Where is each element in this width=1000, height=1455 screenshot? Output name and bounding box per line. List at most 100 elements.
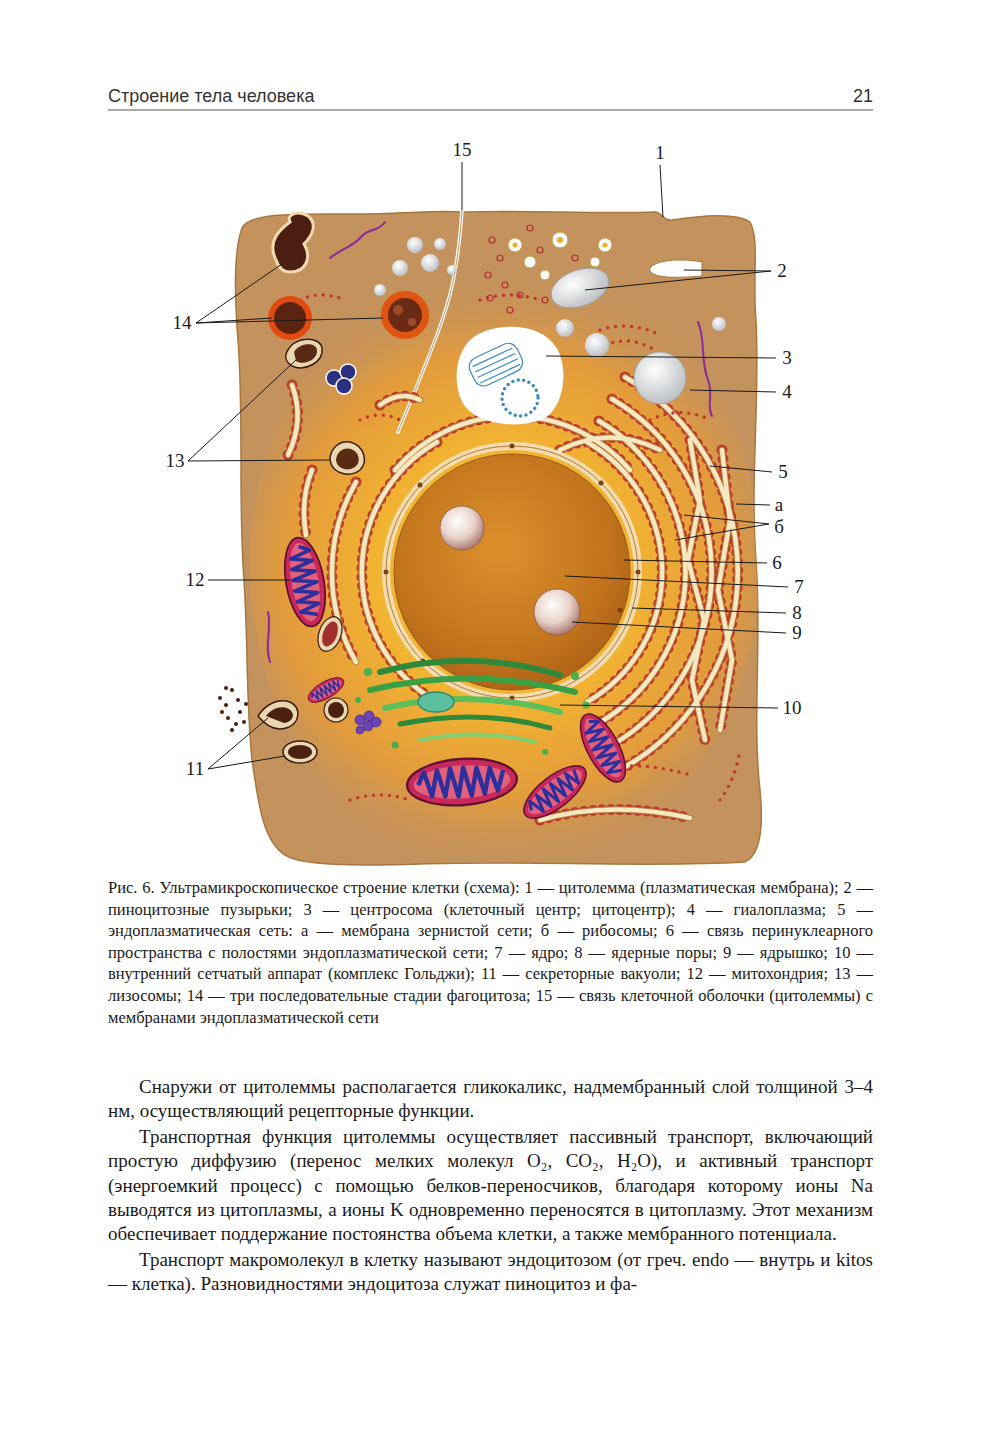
lysosomes <box>336 448 359 469</box>
vacuoles <box>590 257 600 267</box>
nucleus <box>440 506 484 550</box>
secretory-vacuoles <box>220 710 224 714</box>
vacuoles <box>508 238 522 252</box>
free-ribosomes <box>300 295 740 800</box>
figure-caption: Рис. 6. Ультрамикроскопическое строение … <box>108 877 873 1028</box>
vacuoles <box>374 284 386 296</box>
mitochondria <box>516 757 594 828</box>
vacuoles <box>508 232 612 280</box>
lysosomes <box>330 442 364 474</box>
centrosome <box>457 327 564 425</box>
filaments <box>330 222 385 258</box>
filaments <box>268 222 712 662</box>
vacuoles <box>513 237 608 248</box>
lysosomes <box>294 344 317 363</box>
running-header: Строение тела человека <box>108 85 314 107</box>
vacuoles <box>585 333 609 357</box>
callout-number: 11 <box>184 759 206 779</box>
free-ribosomes <box>650 413 710 421</box>
vacuoles <box>487 295 493 301</box>
callout-number: 6 <box>770 553 784 573</box>
callout-number: 12 <box>184 570 207 590</box>
secretory-vacuoles <box>258 701 298 729</box>
body-paragraph: Транспортная функция цитолеммы осуществл… <box>108 1125 873 1247</box>
vacuoles <box>485 225 578 313</box>
golgi-complex <box>364 668 372 676</box>
phagocytosis-stages <box>381 291 429 339</box>
endoplasmic-reticulum <box>540 809 690 820</box>
secretory-vacuoles <box>288 745 312 759</box>
body-paragraph: Снаружи от цитолеммы располагается глико… <box>108 1075 873 1124</box>
golgi-complex <box>355 711 381 734</box>
golgi-complex <box>418 692 454 712</box>
vacuoles <box>552 232 568 248</box>
body-paragraph: Транспорт макромолекул в клетку называют… <box>108 1248 873 1297</box>
vacuoles <box>540 270 550 280</box>
free-ribosomes <box>480 295 540 300</box>
golgi-complex <box>380 661 560 675</box>
nucleus <box>418 483 423 488</box>
secretory-vacuoles <box>283 741 317 763</box>
endoplasmic-reticulum <box>304 470 312 535</box>
centrosome <box>502 380 538 416</box>
endoplasmic-reticulum <box>718 450 732 730</box>
secretory-vacuoles <box>224 686 228 690</box>
callout-number: 14 <box>171 313 194 333</box>
leader-line <box>188 162 788 769</box>
vacuoles <box>392 260 408 276</box>
vacuoles <box>527 225 533 231</box>
golgi-complex <box>571 672 579 680</box>
secretory-vacuoles <box>218 696 222 700</box>
leader-line <box>710 466 772 472</box>
nucleus <box>534 589 580 635</box>
endoplasmic-reticulum <box>288 385 298 455</box>
secretory-vacuoles <box>226 716 230 720</box>
leader-line <box>560 705 778 708</box>
leader-line <box>462 162 463 210</box>
centrosome <box>457 327 564 425</box>
nucleus <box>386 446 638 698</box>
free-ribosomes <box>720 750 740 800</box>
lysosomes <box>328 702 344 718</box>
centrosome <box>480 364 520 383</box>
leader-line <box>196 264 282 323</box>
secretory-vacuoles <box>236 698 240 702</box>
nucleus <box>599 481 604 486</box>
vacuoles <box>517 292 523 298</box>
phagocytosis-stages <box>408 318 416 326</box>
page-number: 21 <box>853 85 873 107</box>
leader-line <box>624 560 767 563</box>
endoplasmic-reticulum <box>288 377 738 820</box>
endoplasmic-reticulum <box>380 396 420 405</box>
endoplasmic-reticulum <box>304 470 312 535</box>
leader-line <box>572 622 786 633</box>
nucleus <box>510 444 515 449</box>
lysosomes <box>336 378 352 394</box>
vacuoles <box>572 255 578 261</box>
leader-line <box>188 360 296 461</box>
leader-line <box>546 356 776 358</box>
golgi-complex <box>355 668 590 755</box>
cell-body <box>235 211 761 875</box>
vacuoles <box>513 243 518 248</box>
callout-number: 8 <box>790 603 804 623</box>
vacuoles <box>603 243 608 248</box>
leader-line <box>684 270 771 271</box>
vacuoles <box>524 256 536 268</box>
pinocytosis-pocket <box>650 260 702 277</box>
secretory-vacuoles <box>218 686 248 732</box>
nucleus <box>386 446 638 698</box>
header-rule <box>108 110 873 111</box>
golgi-complex <box>370 678 575 692</box>
secretory-vacuoles <box>266 707 293 723</box>
vacuoles <box>421 254 439 272</box>
secretory-vacuoles <box>224 703 228 707</box>
vacuoles <box>434 238 446 250</box>
nucleus <box>636 570 641 575</box>
golgi-complex <box>542 749 548 755</box>
lysosomes <box>324 698 348 722</box>
golgi-complex <box>385 699 560 712</box>
vacuoles <box>485 272 491 278</box>
phagocytosis-stages <box>273 213 313 272</box>
mitochondria <box>406 755 519 809</box>
